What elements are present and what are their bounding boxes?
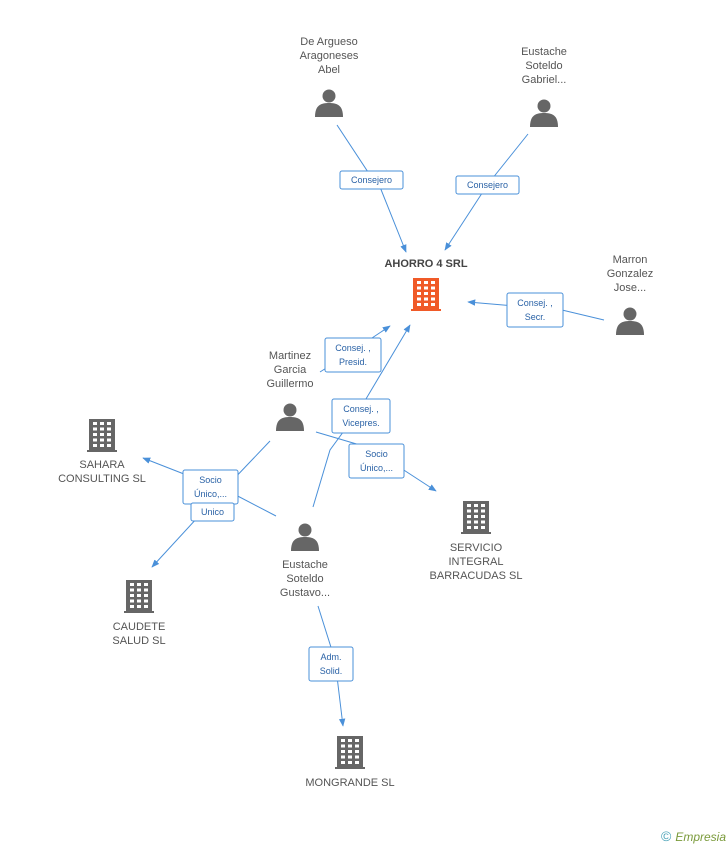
edge-label-line: Consejero bbox=[351, 175, 392, 185]
node-sahara[interactable]: SAHARA CONSULTING SL bbox=[58, 419, 146, 485]
node-label-line: AHORRO 4 SRL bbox=[384, 258, 467, 270]
edge-label-box bbox=[348, 443, 405, 479]
edge-label-martinez-to-caudete[interactable]: Unico bbox=[190, 502, 235, 522]
person-icon bbox=[291, 523, 319, 551]
node-label-line: Abel bbox=[318, 64, 340, 76]
building-icon bbox=[124, 580, 154, 613]
watermark-text: Empresia bbox=[675, 830, 726, 844]
node-label-line: SALUD SL bbox=[112, 635, 165, 647]
edge-label-line: Unico bbox=[201, 507, 224, 517]
node-label-line: Marron bbox=[613, 254, 648, 266]
node-label-line: SERVICIO bbox=[450, 542, 503, 554]
node-label-line: Garcia bbox=[274, 364, 307, 376]
edge-label-eus_gus-to-sahara[interactable]: SocioÚnico,... bbox=[182, 469, 239, 505]
node-servicio[interactable]: SERVICIO INTEGRAL BARRACUDAS SL bbox=[430, 501, 523, 582]
edge-label-line: Solid. bbox=[320, 666, 343, 676]
edge-label-eus_gus-to-mongrande[interactable]: Adm. Solid. bbox=[308, 646, 354, 682]
node-label-line: SAHARA bbox=[79, 459, 125, 471]
edge-label-line: Consejero bbox=[467, 180, 508, 190]
person-icon bbox=[276, 403, 304, 431]
node-label-line: Eustache bbox=[282, 559, 328, 571]
edge-label-line: Único,... bbox=[194, 489, 227, 499]
node-label-line: INTEGRAL bbox=[448, 556, 503, 568]
node-label-line: Martinez bbox=[269, 350, 311, 362]
edge-label-martinez-to-ahorro[interactable]: Consej. , Presid. bbox=[324, 337, 382, 373]
edge-label-box bbox=[324, 337, 382, 373]
node-ahorro[interactable]: AHORRO 4 SRL bbox=[384, 258, 468, 311]
node-label-line: Guillermo bbox=[266, 378, 313, 390]
node-mongrande[interactable]: MONGRANDE SL bbox=[305, 736, 395, 789]
building-icon bbox=[87, 419, 117, 452]
node-label-line: MONGRANDE SL bbox=[305, 777, 394, 789]
node-label-line: Gonzalez bbox=[607, 268, 653, 280]
building-icon bbox=[411, 278, 441, 311]
node-eus_gab[interactable]: EustacheSoteldoGabriel... bbox=[521, 46, 567, 127]
person-icon bbox=[315, 89, 343, 117]
node-label-line: De Argueso bbox=[300, 36, 357, 48]
node-label-line: Jose... bbox=[614, 282, 646, 294]
edge-label-box bbox=[506, 292, 564, 328]
empresia-watermark: ©Empresia bbox=[661, 828, 726, 844]
edge-label-box bbox=[308, 646, 354, 682]
edge-label-box bbox=[190, 502, 235, 522]
node-label-line: Gabriel... bbox=[522, 74, 567, 86]
edge-label-box bbox=[455, 175, 520, 195]
edge-label-line: Consej. , bbox=[335, 343, 371, 353]
node-label-line: BARRACUDAS SL bbox=[430, 570, 523, 582]
edge-label-line: Socio bbox=[365, 449, 388, 459]
edge-label-line: Consej. , bbox=[517, 298, 553, 308]
edge-label-box bbox=[339, 170, 404, 190]
building-icon bbox=[461, 501, 491, 534]
copyright-icon: © bbox=[660, 828, 672, 844]
edge-label-eus_gus-to-ahorro[interactable]: Consej. , Vicepres. bbox=[331, 398, 391, 434]
edge-label-line: Presid. bbox=[339, 357, 367, 367]
edge-label-line: Único,... bbox=[360, 463, 393, 473]
edge-label-line: Socio bbox=[199, 475, 222, 485]
edge-label-line: Adm. bbox=[320, 652, 341, 662]
edge-label-marron-to-ahorro[interactable]: Consej. , Secr. bbox=[506, 292, 564, 328]
node-label-line: Gustavo... bbox=[280, 587, 330, 599]
node-eus_gus[interactable]: EustacheSoteldoGustavo... bbox=[280, 523, 330, 600]
edge-label-eus_gab-to-ahorro[interactable]: Consejero bbox=[455, 175, 520, 195]
person-icon bbox=[530, 99, 558, 127]
building-icon bbox=[335, 736, 365, 769]
node-label-line: Aragoneses bbox=[300, 50, 359, 62]
node-caudete[interactable]: CAUDETE SALUD SL bbox=[112, 580, 166, 647]
node-label-line: CONSULTING SL bbox=[58, 473, 146, 485]
edge-label-line: Secr. bbox=[525, 312, 546, 322]
node-label-line: Eustache bbox=[521, 46, 567, 58]
edge-label-box bbox=[331, 398, 391, 434]
node-label-line: Soteldo bbox=[525, 60, 562, 72]
edge-label-martinez-to-servicio[interactable]: SocioÚnico,... bbox=[348, 443, 405, 479]
edge-label-line: Consej. , bbox=[343, 404, 379, 414]
edge-label-dearg-to-ahorro[interactable]: Consejero bbox=[339, 170, 404, 190]
node-marron[interactable]: MarronGonzalezJose... bbox=[607, 254, 653, 335]
edge-label-line: Vicepres. bbox=[342, 418, 379, 428]
node-label-line: CAUDETE bbox=[113, 621, 166, 633]
node-label-line: Soteldo bbox=[286, 573, 323, 585]
person-icon bbox=[616, 307, 644, 335]
